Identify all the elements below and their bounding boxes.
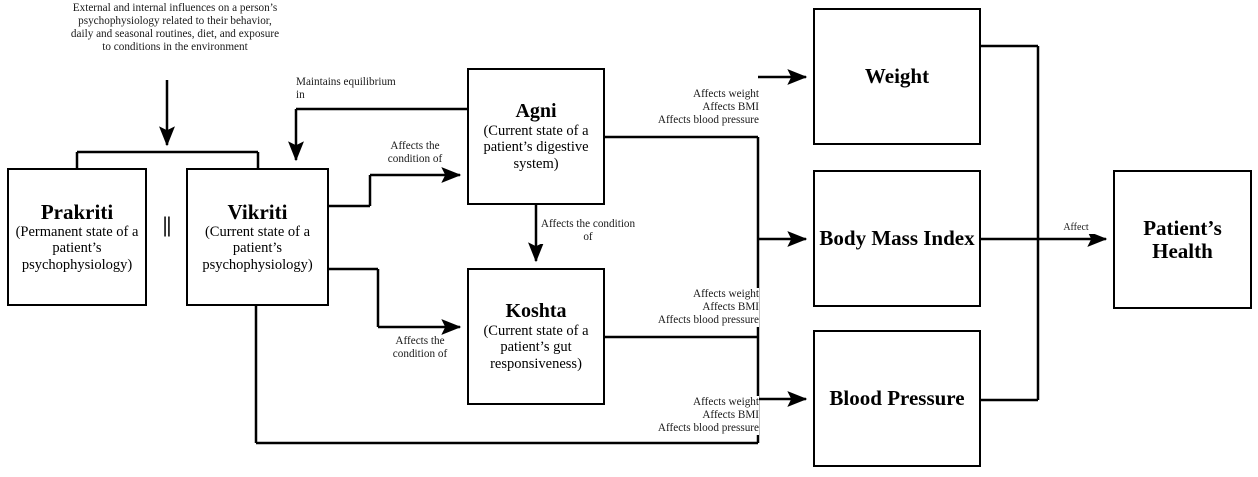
node-agni-title: Agni	[515, 100, 557, 123]
node-prakriti-subtitle: (Permanent state of a patient’s psychoph…	[15, 224, 139, 273]
node-blood-pressure[interactable]: Blood Pressure	[813, 330, 981, 467]
node-body-mass-index[interactable]: Body Mass Index	[813, 170, 981, 307]
node-agni-subtitle: (Current state of a patient’s digestive …	[483, 123, 589, 172]
equality-symbol: ||	[162, 212, 172, 237]
node-vikriti-title: Vikriti	[227, 200, 288, 225]
node-patient-health-title: Patient’s Health	[1143, 216, 1222, 263]
edge-label-affects-condition-of-koshta: Affects the condition of	[378, 335, 462, 361]
node-prakriti[interactable]: Prakriti (Permanent state of a patient’s…	[7, 168, 147, 306]
node-koshta[interactable]: Koshta (Current state of a patient’s gut…	[467, 268, 605, 405]
edge-label-affects-condition-of-agni-to-koshta: Affects the condition of	[540, 218, 636, 244]
node-body-mass-index-title: Body Mass Index	[819, 226, 975, 251]
node-patient-health[interactable]: Patient’s Health	[1113, 170, 1252, 309]
node-koshta-subtitle: (Current state of a patient’s gut respon…	[483, 323, 589, 372]
edge-label-external-influences: External and internal influences on a pe…	[66, 2, 284, 54]
node-weight[interactable]: Weight	[813, 8, 981, 145]
node-vikriti-subtitle: (Current state of a patient’s psychophys…	[202, 224, 313, 273]
edge-label-vikriti-outputs: Affects weight Affects BMI Affects blood…	[624, 396, 759, 435]
node-koshta-title: Koshta	[505, 300, 567, 323]
node-weight-title: Weight	[864, 64, 930, 89]
edge-label-agni-outputs: Affects weight Affects BMI Affects blood…	[624, 88, 759, 127]
node-prakriti-title: Prakriti	[40, 200, 114, 225]
edge-label-koshta-outputs: Affects weight Affects BMI Affects blood…	[624, 288, 759, 327]
edge-label-affect-health: Affect	[1055, 222, 1097, 234]
edge-label-maintains-equilibrium: Maintains equilibrium in	[296, 76, 406, 102]
edge-label-affects-condition-of-agni: Affects the condition of	[370, 140, 460, 166]
node-agni[interactable]: Agni (Current state of a patient’s diges…	[467, 68, 605, 205]
node-blood-pressure-title: Blood Pressure	[829, 386, 965, 411]
node-vikriti[interactable]: Vikriti (Current state of a patient’s ps…	[186, 168, 329, 306]
